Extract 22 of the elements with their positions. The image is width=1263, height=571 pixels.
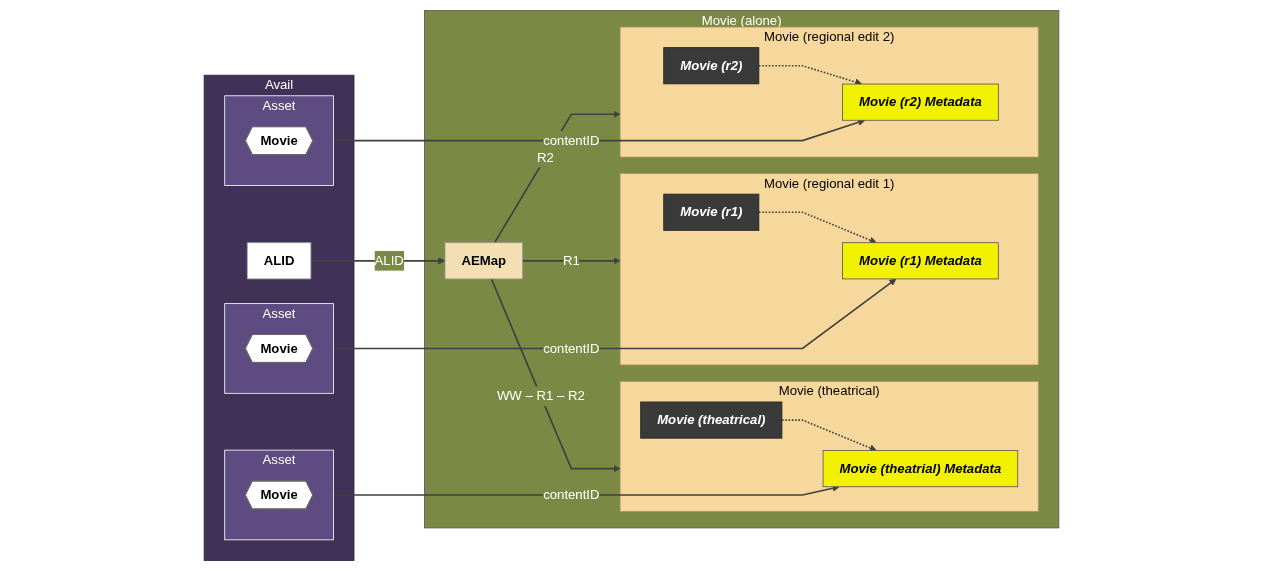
edge-label: WW – R1 – R2: [496, 388, 585, 403]
edge-label: ALID: [374, 253, 404, 268]
edge-label: contentID: [543, 133, 600, 148]
arrow: [493, 110, 621, 244]
node-box: Movie (r2) Metadata: [842, 83, 999, 121]
node-box: Movie (r2): [663, 47, 760, 85]
node-box: Movie (r1): [663, 193, 760, 231]
edge-label: R1: [562, 253, 580, 268]
arrow: [781, 419, 877, 452]
node-box: Movie (theatrical): [640, 401, 783, 439]
node-box: AEMap: [444, 242, 523, 280]
edge-label: contentID: [543, 341, 600, 356]
edge-label: contentID: [543, 487, 600, 502]
arrow: [521, 257, 621, 265]
node-box: ALID: [246, 242, 312, 280]
node-box: Movie (theatrial) Metadata: [822, 450, 1019, 488]
arrow: [758, 211, 877, 244]
node-box: Movie (r1) Metadata: [842, 242, 999, 280]
edge-label: R2: [537, 150, 554, 165]
arrow: [332, 278, 897, 350]
arrow: [490, 278, 621, 473]
arrow: [758, 64, 863, 86]
